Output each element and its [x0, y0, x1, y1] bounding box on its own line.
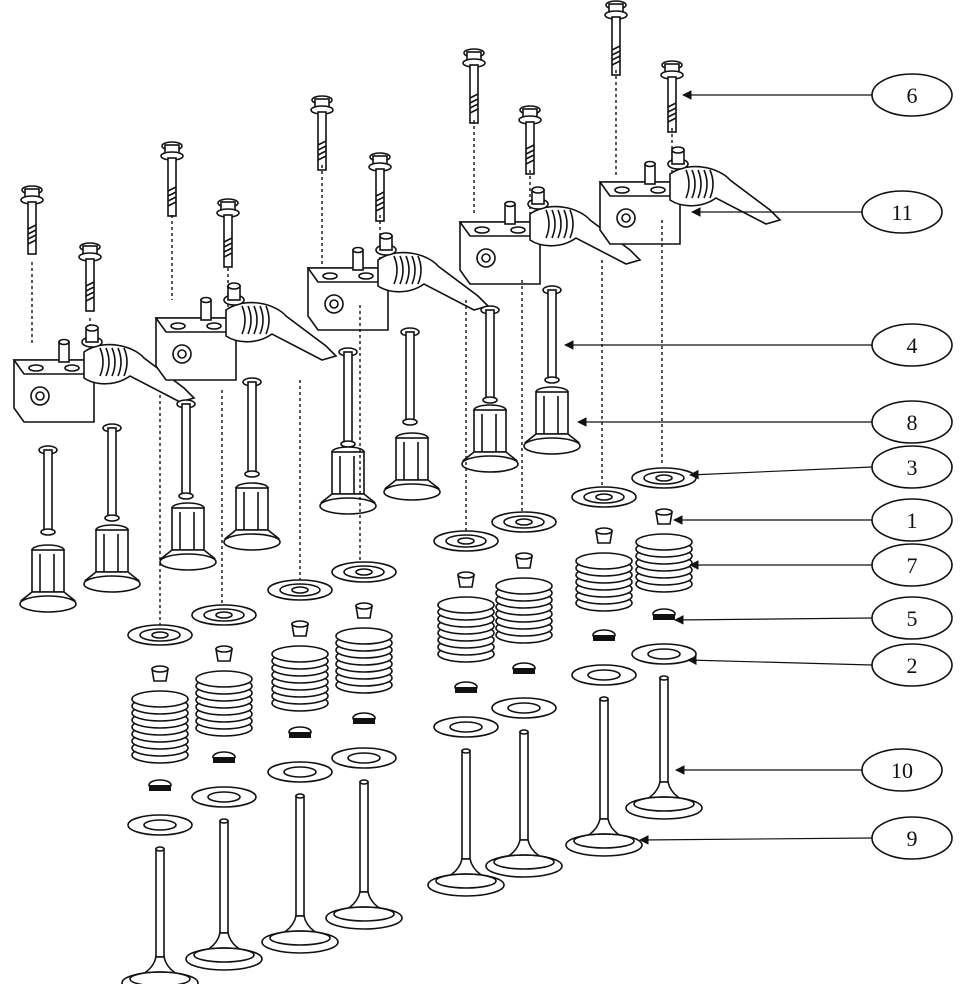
pushrod: [176, 399, 196, 500]
spring-washer: [571, 664, 637, 686]
spring-washer: [127, 814, 193, 836]
valve-spring: [131, 690, 189, 764]
rocker-bolt: [160, 141, 184, 217]
callout-5: 5: [674, 596, 953, 640]
spring-washer: [267, 761, 333, 783]
callout-7: 7: [689, 543, 953, 587]
valve: [121, 846, 199, 984]
valve-stacks: [121, 220, 703, 984]
lifter: [461, 404, 519, 473]
valve-stack: [121, 624, 199, 984]
callout-3-label: 3: [907, 455, 918, 480]
lifter: [159, 502, 217, 571]
spring-washer: [191, 786, 257, 808]
callout-2-label: 2: [907, 653, 918, 678]
pushrod: [400, 327, 420, 426]
callout-9-label: 9: [907, 826, 918, 851]
callout-8: 8: [577, 400, 953, 444]
pushrod: [102, 423, 122, 522]
callout-3: 3: [689, 445, 953, 489]
lifter: [19, 544, 77, 613]
valve: [485, 729, 563, 878]
lifter: [523, 386, 581, 455]
rocker-bolt: [518, 105, 542, 175]
rocker-assembly: [12, 324, 196, 423]
callout-7-label: 7: [907, 553, 918, 578]
valve-spring: [437, 596, 495, 663]
rocker-bolt: [310, 95, 334, 171]
valve-spring: [335, 627, 393, 694]
spring-washer: [433, 716, 499, 738]
callout-2: 2: [687, 643, 953, 687]
valve-spring: [271, 645, 329, 712]
valve-stack: [565, 486, 643, 857]
lifter: [383, 432, 441, 501]
valve-stack: [427, 530, 505, 897]
lifter: [223, 482, 281, 551]
pushrod: [480, 305, 500, 404]
valve-spring: [635, 533, 693, 593]
spring-washer: [631, 643, 697, 665]
callout-5-label: 5: [907, 606, 918, 631]
valve: [565, 696, 643, 857]
rocker-bolt: [78, 242, 102, 312]
rocker-assembly: [598, 146, 782, 245]
rocker-bolt: [660, 60, 684, 133]
callout-4-label: 4: [907, 333, 918, 358]
pushrod: [38, 445, 58, 536]
callout-6-label: 6: [907, 83, 918, 108]
callout-8-label: 8: [907, 410, 918, 435]
valve-spring: [495, 577, 553, 644]
callout-1: 1: [673, 498, 953, 542]
pushrod: [242, 377, 262, 478]
rocker-bolt: [368, 152, 392, 222]
valve: [625, 675, 703, 820]
callout-10-label: 10: [891, 758, 913, 783]
callout-4: 4: [564, 323, 953, 367]
valve-stack: [185, 604, 263, 971]
callout-10: 10: [675, 748, 943, 792]
pushrods: [38, 285, 562, 536]
valve-stack: [485, 511, 563, 878]
pushrod: [338, 347, 358, 448]
rocker-arm-assemblies: [12, 146, 782, 423]
valve-stack: [625, 467, 703, 820]
lifter: [83, 524, 141, 593]
valve: [325, 779, 403, 930]
lifters: [19, 386, 581, 613]
callout-11-label: 11: [891, 200, 912, 225]
spring-washer: [331, 747, 397, 769]
lifter: [319, 446, 377, 515]
callout-1-label: 1: [907, 508, 918, 533]
pushrod: [542, 285, 562, 384]
callout-6: 6: [682, 73, 953, 117]
valve: [427, 748, 505, 897]
valve-spring: [195, 670, 253, 737]
rocker-assembly: [306, 232, 490, 331]
valve: [261, 793, 339, 954]
rocker-assembly: [458, 186, 642, 285]
callout-11: 11: [691, 190, 943, 234]
rocker-bolt: [462, 48, 486, 124]
valve: [185, 818, 263, 971]
rocker-assembly: [154, 282, 338, 381]
spring-washer: [491, 697, 557, 719]
rocker-bolt: [216, 198, 240, 268]
callout-9: 9: [639, 816, 953, 860]
valve-stack: [261, 579, 339, 954]
rocker-bolt: [20, 185, 44, 255]
rocker-bolt: [604, 0, 628, 76]
valve-spring: [575, 552, 633, 612]
valve-stack: [325, 561, 403, 930]
